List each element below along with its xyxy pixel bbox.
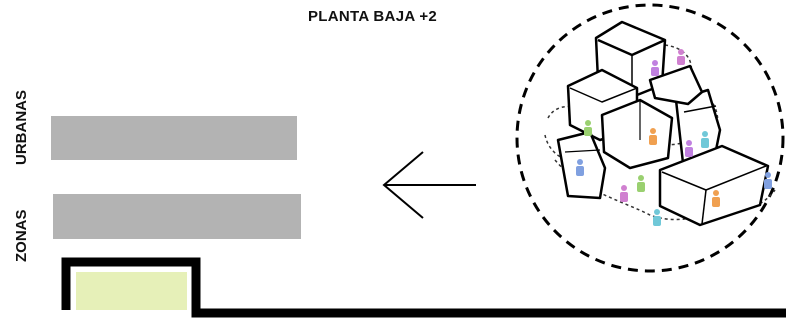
person-icon — [685, 140, 693, 157]
arrow-left-icon — [382, 151, 476, 219]
green-block — [76, 272, 187, 310]
dashed-circle — [515, 3, 785, 273]
person-icon — [653, 209, 661, 226]
gray-bar-bottom — [53, 194, 301, 239]
gray-bar-top — [51, 116, 297, 160]
person-icon — [764, 172, 772, 189]
person-icon — [637, 175, 645, 192]
person-icon — [712, 190, 720, 207]
person-icon — [677, 49, 685, 65]
people — [576, 49, 772, 226]
person-icon — [620, 185, 628, 202]
person-icon — [701, 131, 709, 148]
diagram-title: PLANTA BAJA +2 — [308, 8, 438, 25]
person-icon — [584, 120, 592, 136]
person-icon — [649, 128, 657, 145]
person-icon — [651, 60, 659, 76]
ground-section-line — [61, 257, 786, 318]
person-icon — [576, 159, 584, 176]
